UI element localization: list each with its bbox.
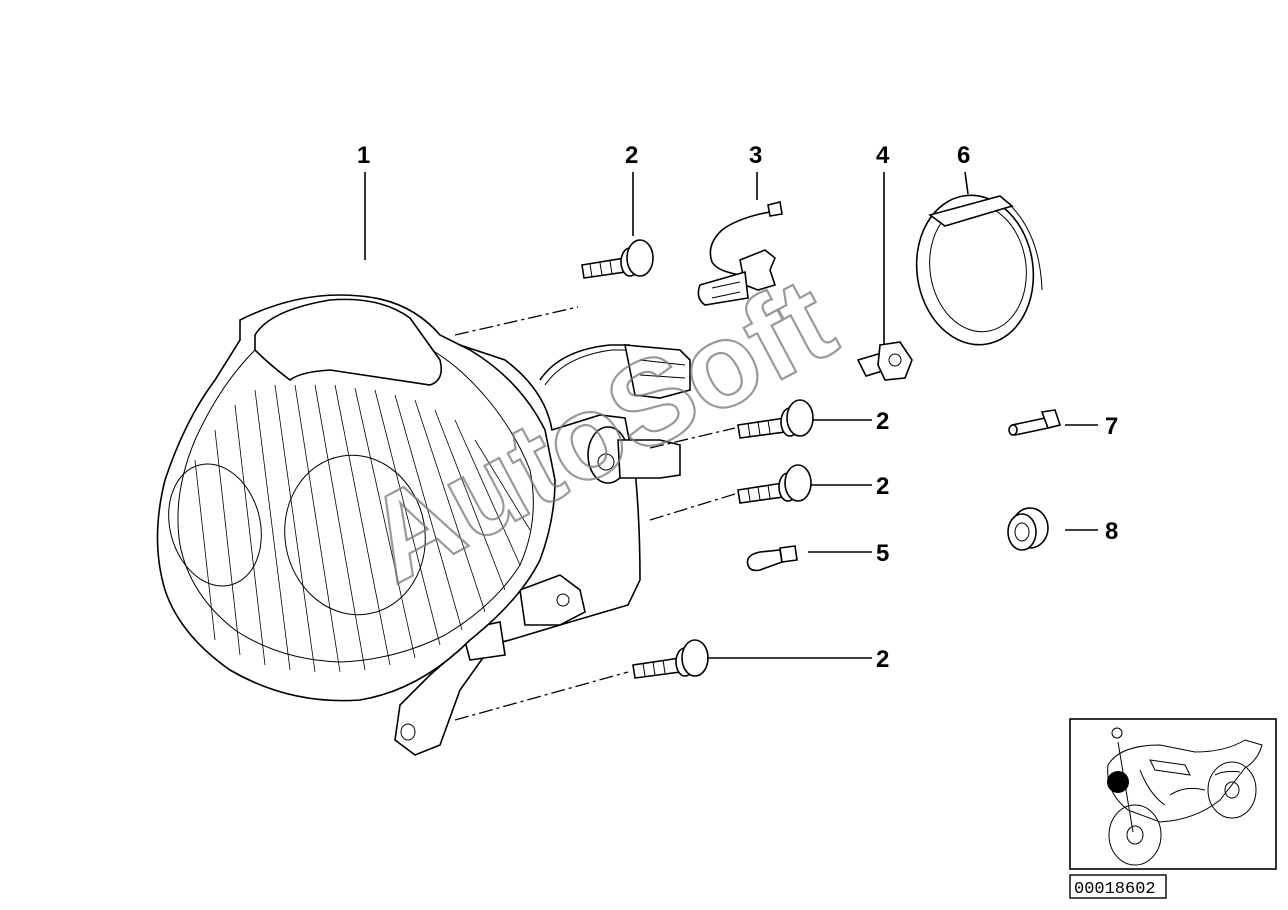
trim-ring <box>915 194 1043 346</box>
screw-2d <box>632 639 709 679</box>
screw-2c <box>737 464 812 504</box>
reference-code-box: 00018602 <box>1069 874 1167 899</box>
grommet <box>1007 507 1049 551</box>
leader-lines <box>364 171 1098 659</box>
pin <box>1008 409 1062 436</box>
screw-2b <box>737 399 814 439</box>
callout-8: 8 <box>1105 518 1118 545</box>
callout-1: 1 <box>357 142 370 169</box>
bulb-with-lead <box>697 201 783 306</box>
location-marker <box>1107 771 1129 793</box>
callout-2-top: 2 <box>625 142 638 169</box>
screw-2a <box>581 239 654 279</box>
reference-code: 00018602 <box>1074 880 1156 899</box>
callout-4: 4 <box>876 142 890 169</box>
callout-labels: 1 2 3 4 6 2 2 5 2 7 8 <box>357 142 1118 673</box>
motorcycle-silhouette-icon <box>1107 727 1263 866</box>
small-bulb <box>746 545 798 572</box>
bulb-holder <box>856 341 913 381</box>
callout-3: 3 <box>749 142 762 169</box>
location-inset <box>1069 718 1277 870</box>
headlight-assembly <box>156 294 691 756</box>
callout-6: 6 <box>957 142 970 169</box>
callout-2-lower-mid: 2 <box>876 473 889 500</box>
lens-hatching <box>194 384 531 673</box>
callout-7: 7 <box>1105 413 1118 440</box>
callout-5: 5 <box>876 540 889 567</box>
callout-2-upper-mid: 2 <box>876 408 889 435</box>
assembly-lines <box>454 306 736 721</box>
callout-2-bottom: 2 <box>876 646 889 673</box>
